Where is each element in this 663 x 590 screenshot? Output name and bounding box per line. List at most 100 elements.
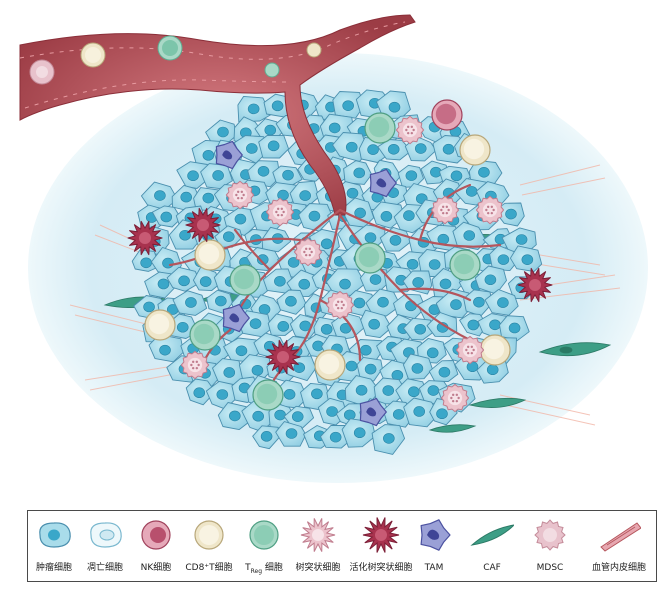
activated-dendritic-cell: [517, 267, 553, 303]
tumor-cell: [192, 266, 220, 292]
tumor-cell: [205, 119, 237, 146]
tam-icon: [420, 519, 451, 551]
treg-cell: [189, 319, 221, 351]
tumor-cell: [474, 265, 507, 295]
vessel-branches: [168, 183, 502, 402]
tumor-cell: [217, 402, 250, 431]
legend-item: 血管内皮细胞: [592, 511, 646, 581]
mdsc-icon: [534, 519, 566, 551]
legend-item: MDSC: [528, 511, 572, 581]
dendritic-cell-icon: [300, 518, 336, 552]
legend-item: CD8⁺T细胞: [185, 511, 233, 581]
tumor-cell: [185, 378, 216, 406]
tumor-cell: [258, 134, 290, 159]
vessel-lumen-cells: [29, 35, 322, 85]
cd8-t-cell: [479, 334, 511, 366]
tumor-cell: [331, 312, 365, 341]
dendritic-cell: [455, 335, 485, 365]
tumor-cell: [289, 180, 320, 207]
tumor-cell: [325, 268, 366, 296]
cd8-t-cell: [314, 349, 346, 381]
legend-label: CD8⁺T细胞: [185, 563, 233, 573]
activated-dendritic-cell: [127, 220, 163, 256]
cd8-t-cell: [459, 134, 491, 166]
dendritic-cell: [265, 197, 295, 227]
legend-item: CAF: [470, 511, 514, 581]
activated-dendritic-cell: [265, 339, 301, 375]
tumor-cell: [365, 288, 401, 317]
legend-label: TReg 细胞: [232, 563, 296, 577]
legend-item: 肿瘤细胞: [32, 511, 76, 581]
legend-label: CAF: [483, 563, 501, 573]
caf-icon: [470, 524, 514, 546]
activated-dendritic-cell: [185, 207, 221, 243]
legend-label: 凋亡细胞: [86, 563, 123, 573]
tumor-cell: [276, 289, 307, 315]
legend-item: 凋亡细胞: [83, 511, 127, 581]
treg-cell: [252, 379, 284, 411]
nk-cell-icon: [141, 520, 171, 550]
tumor-cell: [237, 95, 272, 123]
legend-label-subscript: Reg: [250, 567, 263, 575]
tumor-cell: [247, 160, 281, 188]
tumor-cell: [373, 377, 408, 405]
cd8-t-cell: [194, 239, 226, 271]
dendritic-cell: [225, 180, 255, 210]
vessel-branch: [398, 287, 472, 302]
legend-label: 肿瘤细胞: [35, 563, 72, 573]
legend-label: 活化树突状细胞: [349, 563, 413, 573]
cd8-t-cell-icon: [194, 520, 224, 550]
legend-item: 树突状细胞: [295, 511, 341, 581]
tumor-cell: [452, 221, 487, 250]
tumor-cell: [428, 360, 459, 382]
treg-cell: [449, 249, 481, 281]
immune-cells: [127, 99, 553, 427]
nk-cell: [431, 99, 463, 131]
tumor-cell: [484, 289, 519, 316]
tumor-cell: [344, 290, 376, 318]
tumor-cell: [298, 203, 334, 232]
tumor-cell: [352, 224, 386, 250]
tumor-cell: [275, 421, 307, 447]
tam: [215, 140, 243, 170]
tumor-cell: [402, 353, 433, 380]
tumor-cell: [377, 139, 412, 161]
treg-cell-icon: [249, 520, 279, 550]
blood-vessel: [19, 14, 416, 216]
cd8-t-cell: [144, 309, 176, 341]
tam: [359, 397, 387, 427]
tumor-cell: [459, 313, 488, 337]
tumor-cell: [166, 266, 201, 292]
tumor-cell: [332, 91, 365, 119]
tam: [369, 168, 397, 198]
tumor-cell: [360, 309, 392, 339]
tumor-cell: [151, 205, 182, 228]
dendritic-cell: [430, 195, 460, 225]
legend-label: 血管内皮细胞: [591, 563, 646, 573]
tumor-cell-icon: [39, 522, 71, 548]
treg-cell: [354, 242, 386, 274]
legend-item: TReg 细胞: [242, 511, 286, 581]
tumor-cell: [252, 425, 281, 450]
vessel-branch: [233, 228, 272, 272]
apoptotic-cell-icon: [90, 522, 122, 548]
tumor-cell: [509, 245, 543, 272]
tumor-cell: [238, 354, 272, 383]
legend-label: NK细胞: [140, 563, 172, 573]
tumor-cell: [172, 290, 208, 316]
tam: [222, 303, 250, 333]
tumor-cell: [205, 380, 240, 410]
tumor-cell: [356, 356, 383, 382]
legend-item: TAM: [412, 511, 456, 581]
endothelial-cell-icon: [600, 522, 641, 552]
legend-label-prefix: T: [245, 563, 251, 573]
legend-label: TAM: [424, 563, 444, 573]
tumor-cell: [343, 160, 373, 185]
tumor-cell: [476, 360, 509, 384]
tumor-cell: [403, 317, 437, 341]
tumor-cell: [131, 249, 161, 272]
tumor-cell: [375, 90, 411, 120]
tumor-cell: [404, 136, 437, 162]
legend-label: MDSC: [536, 563, 564, 573]
